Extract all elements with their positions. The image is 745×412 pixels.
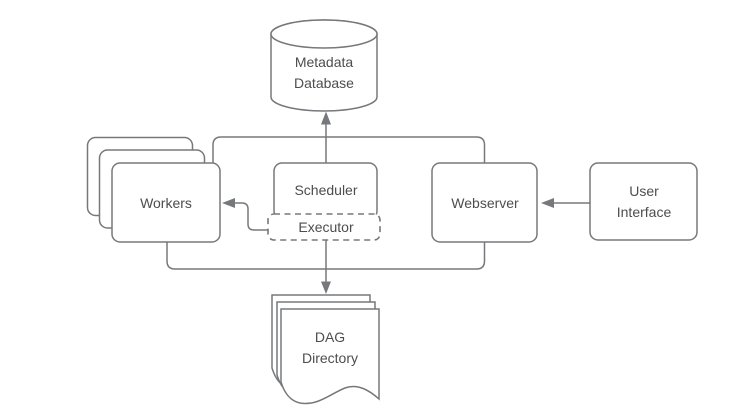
dag-doc-front (280, 308, 380, 405)
arrowhead-into-database (321, 111, 331, 125)
node-metadata-database-shape (270, 19, 378, 112)
label-user-interface: User Interface (616, 183, 672, 220)
label-workers: Workers (140, 195, 192, 211)
arrowhead-into-workers (222, 198, 235, 208)
node-executor-shape (267, 213, 381, 241)
node-dag-directory-stack (271, 294, 380, 405)
workers-card-front (111, 162, 221, 243)
label-executor: Executor (298, 219, 354, 235)
arrowhead-into-webserver (541, 198, 554, 208)
arrowhead-into-dag-directory (321, 281, 331, 294)
label-scheduler: Scheduler (294, 182, 358, 198)
node-workers-stack (86, 136, 221, 243)
diagram-edges (166, 111, 590, 294)
cylinder-top-rim (270, 19, 378, 49)
edge-top-rail (212, 136, 486, 163)
node-user-interface-shape (589, 162, 698, 241)
edge-executor-to-workers (235, 202, 268, 231)
label-dag-directory: DAG Directory (301, 329, 358, 366)
label-metadata-database: Metadata Database (294, 54, 354, 91)
label-webserver: Webserver (451, 195, 519, 211)
